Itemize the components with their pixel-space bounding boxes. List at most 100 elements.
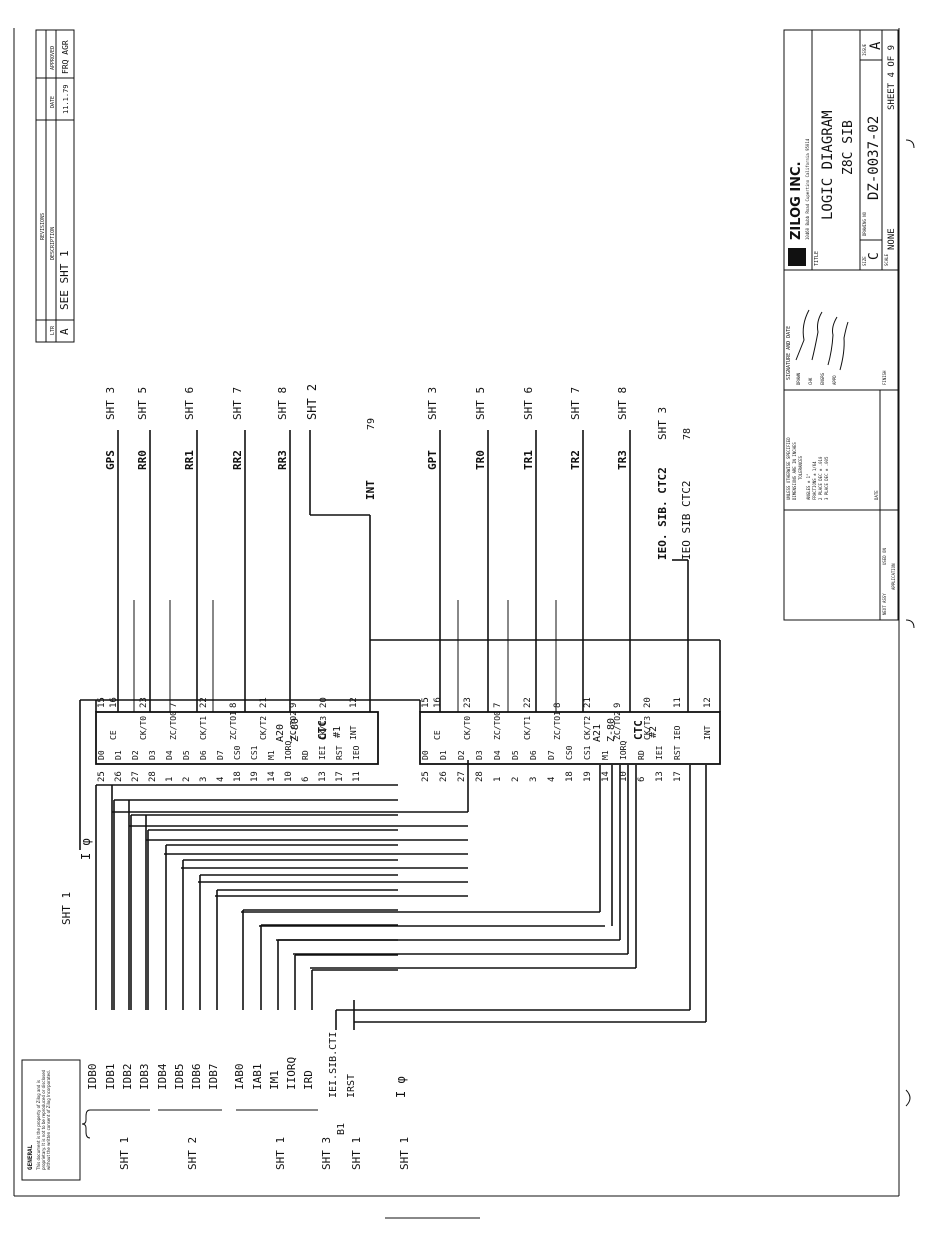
ctc1-pins_left-pin-num: 17 (335, 771, 345, 782)
scale-label: SCALE (884, 253, 889, 266)
drawing-no: DZ-0037-02 (866, 116, 882, 200)
ctc2-pins_left-pin-num: 4 (547, 777, 557, 782)
output-signal-label: RR2 (231, 450, 244, 470)
ctc1-pins_left-pin-name: D1 (114, 750, 123, 760)
misc-labels: IEI.SIB.CTI IRST I φ I φ (79, 838, 408, 1098)
ctc2-body (419, 711, 721, 765)
notice-box (21, 1059, 81, 1181)
tol-l4: ANGLES ± 1° (806, 474, 811, 501)
label-idb0: IDB0 (86, 1064, 99, 1091)
clock-wiring (79, 699, 421, 850)
sig-engrg: ENGRG (820, 372, 825, 385)
output-sheet-label: SHT 3 (104, 387, 117, 420)
output-sheet-label: SHT 5 (474, 387, 487, 420)
rev-row-approved: FRQ AGR (61, 40, 70, 74)
ctc2-pins_right-pin-name: ZC/TO2 (613, 711, 622, 740)
sheet-number: SHEET 4 OF 9 (887, 45, 897, 110)
ctc2-pins_right-pin-name: ZC/TO0 (493, 711, 502, 740)
ctc2-pins_left-pin-name: D1 (439, 750, 448, 760)
ctc1-pins_left-pin-num: 26 (114, 771, 124, 782)
ctc1-chip: CTC #1 Z-80 A20 15 (95, 697, 379, 765)
ctc1-pins_right-pin-name: CK/T0 (139, 716, 148, 740)
sig-drawn: DRAWN (796, 372, 801, 385)
ctc1-left-pins: 25D026D127D228D31D42D53D64D718CS019CS114… (97, 741, 362, 782)
ref-sht2-data: SHT 2 (186, 1137, 199, 1170)
data-bus-labels: IDB0 IDB1 IDB2 IDB3 IDB4 IDB5 IDB6 IDB7 (86, 1063, 220, 1090)
int-signal-label: INT (364, 480, 377, 500)
tol-l1: UNLESS OTHERWISE SPECIFIED (786, 437, 791, 500)
ctc1-pins_left-pin-num: 4 (216, 777, 226, 782)
ctc2-pins_left-pin-name: M1 (601, 750, 610, 760)
ctc1-right-pins: 16CE23CK/T07ZC/TO022CK/T18ZC/TO121CK/T29… (109, 697, 359, 740)
label-idb7: IDB7 (207, 1064, 220, 1091)
group-braces (81, 1109, 318, 1139)
ctc1-pins_left-pin-num: 2 (182, 777, 192, 782)
output-sheet-label: SHT 7 (231, 387, 244, 420)
ctc1-pins_right-pin-name: CK/T2 (259, 716, 268, 740)
int-sheet-label: SHT 2 (305, 384, 319, 420)
ctc2-pins_right-pin-name: CE (433, 730, 442, 740)
ctc1-pins_left-pin-name: D3 (148, 750, 157, 760)
notice-body: This document is the property of Zilog a… (36, 1069, 51, 1170)
ctc1-body (95, 711, 379, 765)
ctc1-pins_right-pin-num: 9 (289, 703, 299, 708)
ieo-label-1: IEO. SIB. CTC2 (656, 467, 669, 560)
rev-header: REVISIONS (40, 213, 46, 240)
output-signal-label: TR0 (474, 450, 487, 470)
next-assy: NEXT ASSY (882, 593, 887, 615)
ctc1-pins_right-pin-name: ZC/TO2 (289, 711, 298, 740)
label-idb6: IDB6 (190, 1064, 203, 1091)
ctc2-pins_right-pin-num: 23 (463, 697, 473, 708)
ctc1-pins_right-pin-name: ZC/TO0 (169, 711, 178, 740)
ctc1-pins_left-pin-num: 13 (318, 771, 328, 782)
ieo-sheet-label: SHT 3 (656, 407, 669, 440)
ctc2-pins_right-pin-name: CK/T2 (583, 716, 592, 740)
issue-label: ISSUE (862, 43, 867, 56)
rev-col-approved: APPROVED (50, 46, 56, 70)
output-signal-label: TR2 (569, 450, 582, 470)
ctc1-pins_left-pin-num: 6 (301, 777, 311, 782)
output-signal-label: RR1 (183, 450, 196, 470)
notice-fo: This document is the property of Zilog a… (36, 1069, 51, 1170)
ref-sht3-misc: SHT 3 (320, 1137, 333, 1170)
used-on: USED ON (882, 548, 887, 565)
ctc1-pins_left-pin-num: 3 (199, 777, 209, 782)
rev-col-ltr: LTR (50, 325, 56, 335)
ctc2-pins_left-pin-name: D3 (475, 750, 484, 760)
ctc2-pins_right-pin-num: 8 (553, 703, 563, 708)
output-signal-label: GPT (426, 450, 439, 470)
ctc2-name: CTC (632, 720, 645, 740)
label-clock-bottom: I φ (394, 1076, 408, 1098)
notice-text-group: GENERAL This document is the property of… (27, 1069, 51, 1170)
label-iiorq: IIORQ (285, 1057, 298, 1090)
ctc2-pins_left-pin-num: 2 (511, 777, 521, 782)
output-signal-label: TR1 (522, 450, 535, 470)
ctc1-pins_right-pin-num: 8 (229, 703, 239, 708)
signatures-scribble (795, 309, 849, 371)
ctc1-pins_right-pin-num: 20 (319, 697, 329, 708)
brace-1 (81, 1109, 91, 1139)
ctc1-pins_right-pin-num: 23 (139, 697, 149, 708)
reg-mark-2 (905, 619, 915, 629)
ctc2-pins_left-pin-name: D5 (511, 750, 520, 760)
title-block-outline (783, 29, 899, 621)
ctc1-pins_left-pin-name: CS1 (250, 745, 259, 760)
addr-bus-labels: IAB0 IAB1 IM1 IIORQ IRD (233, 1057, 315, 1090)
zilog-logo (788, 248, 806, 266)
label-iab1: IAB1 (251, 1064, 264, 1091)
ctc2-pins_right-pin-num: 11 (673, 697, 683, 708)
sig-appd: APPD (832, 375, 837, 385)
ctc2-pins_left-pin-name: IORQ (619, 741, 628, 760)
tol-l7: 3 PLACE DEC ± .005 (824, 456, 829, 500)
ctc2-pins_right-pin-name: IEO (673, 725, 682, 740)
ctc2-pins_left-pin-name: D2 (457, 750, 466, 760)
ctc2-pins_left-pin-name: D7 (547, 750, 556, 760)
application-label: APPLICATION (891, 563, 896, 590)
ctc1-part: Z-80 (290, 718, 301, 742)
registration-marks (385, 139, 915, 1219)
ctc2-pins_left-pin-num: 3 (529, 777, 539, 782)
ctc1-pins_left-pin-name: M1 (267, 750, 276, 760)
ctc1-pins_right-pin-num: 7 (169, 703, 179, 708)
tol-date: DATE (874, 490, 879, 500)
output-sheet-label: SHT 3 (426, 387, 439, 420)
